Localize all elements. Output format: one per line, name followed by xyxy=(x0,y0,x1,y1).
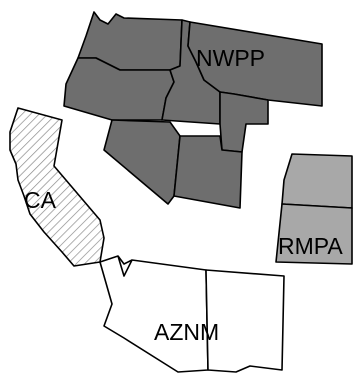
state-wyoming-part xyxy=(219,91,269,153)
region-rmpa[interactable] xyxy=(275,153,353,265)
region-nwpp[interactable] xyxy=(63,11,323,209)
state-colorado xyxy=(275,203,353,265)
state-utah xyxy=(173,135,243,209)
state-nevada-tip xyxy=(117,255,133,277)
label-aznm: AZNM xyxy=(154,319,219,345)
state-nevada xyxy=(103,119,181,205)
state-california xyxy=(9,107,105,267)
region-aznm[interactable] xyxy=(99,255,285,373)
state-arizona xyxy=(99,255,209,373)
region-ca[interactable] xyxy=(9,107,105,267)
label-nwpp: NWPP xyxy=(196,45,265,71)
state-new-mexico xyxy=(205,269,285,373)
state-wyoming-south xyxy=(281,153,353,209)
label-ca: CA xyxy=(24,187,57,213)
label-rmpa: RMPA xyxy=(278,233,343,259)
